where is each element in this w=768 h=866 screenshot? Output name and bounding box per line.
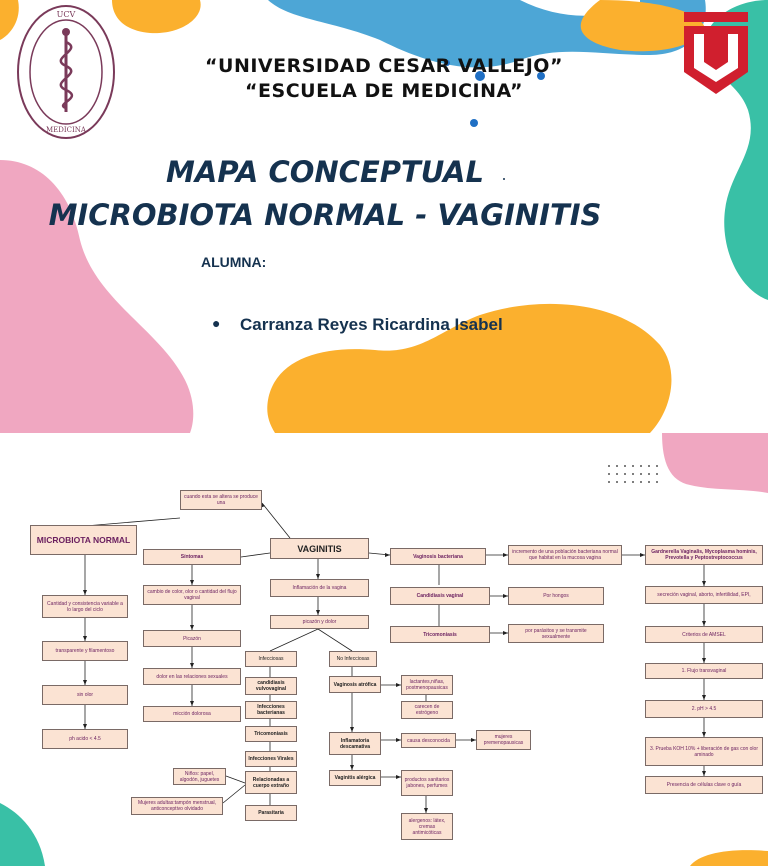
node-carecen-estrogeno: carecen de estrógeno (401, 701, 453, 719)
node-tricomoniasis-inf: Tricomoniasis (245, 726, 297, 742)
node-sintomas-4: micción dolorosa (143, 706, 241, 722)
node-microbiota-3: sin olor (42, 685, 128, 705)
node-alergenos: alergenos: látex, cremas antimicóticas (401, 813, 453, 840)
node-prueba-koh: 3. Prueba KOH 10% + liberación de gas co… (645, 737, 763, 766)
node-secrecion: secreción vaginal, aborto, infertilidad,… (645, 586, 763, 604)
node-cuando: cuando esta se altera se produce una (180, 490, 262, 510)
cover-slide: UCV MEDICINA “UNIVERSIDAD CESAR VALLEJO”… (0, 0, 768, 433)
node-candidiasis-vaginal: Candidiasis vaginal (390, 587, 490, 605)
node-criterios-amsel: Criterios de AMSEL (645, 626, 763, 643)
node-flujo-transvaginal: 1. Flujo transvaginal (645, 663, 763, 679)
node-vaginitis: VAGINITIS (270, 538, 369, 559)
node-infecciosas: Infecciosas (245, 651, 297, 667)
node-sintomas-1: cambio de color, olor o cantidad del flu… (143, 585, 241, 605)
node-candidiasis-vulvovaginal: candidiasis vulvovaginal (245, 677, 297, 695)
school-name: “ESCUELA DE MEDICINA” (0, 80, 768, 102)
node-infecciones-virales: Infecciones Virales (245, 751, 297, 767)
node-ninos: Niños: papel, algodón, juguetes (173, 768, 226, 785)
node-lactantes: lactantes,niñas, postmenopausicas (401, 675, 453, 695)
node-vaginosis-bacteriana: Vaginosis bacteriana (390, 548, 486, 565)
node-microbiota-4: ph acido < 4.5 (42, 729, 128, 749)
node-mujeres-premenopausicas: mujeres premenopausicas (476, 730, 531, 750)
node-por-parasitos: por parásitos y se transmite sexualmente (508, 624, 604, 643)
node-sintomas-2: Picazón (143, 630, 241, 647)
node-cuerpo-extrano: Relacionadas a cuerpo extraño (245, 771, 297, 794)
node-sintomas: Síntomas (143, 549, 241, 565)
node-sintomas-3: dolor en las relaciones sexuales (143, 668, 241, 685)
svg-text:MEDICINA: MEDICINA (46, 126, 87, 134)
node-incremento: incremento de una población bacteriana n… (508, 545, 622, 565)
node-productos: productos sanitarios jabones, perfumes (401, 770, 453, 796)
node-vaginitis-alergica: Vaginitis alérgica (329, 770, 381, 786)
title-line-1: MAPA CONCEPTUAL (0, 155, 650, 189)
node-mujeres-adultas: Mujeres adultas:tampón menstrual, antico… (131, 797, 223, 815)
node-causa-desconocida: causa desconocida (401, 733, 456, 748)
node-tricomoniasis: Tricomoniasis (390, 626, 490, 643)
svg-text:UCV: UCV (57, 10, 76, 19)
node-picazon-dolor: picazón y dolor (270, 615, 369, 629)
student-name: Carranza Reyes Ricardina Isabel (240, 315, 503, 335)
concept-map-slide: MICROBIOTA NORMAL Cantidad y consistenci… (0, 433, 768, 866)
node-vaginosis-atrofica: Vaginosis atrófica (329, 676, 381, 693)
node-parasitaria: Parasitaria (245, 805, 297, 821)
university-name: “UNIVERSIDAD CESAR VALLEJO” (0, 55, 768, 77)
student-label: ALUMNA: (201, 254, 266, 270)
node-microbiota-normal: MICROBIOTA NORMAL (30, 525, 137, 555)
node-celulas-clave: Presencia de células clave o guía (645, 776, 763, 794)
bullet-icon: ● (212, 315, 220, 331)
node-inflamatoria-descamativa: Inflamatoria descamativa (329, 732, 381, 755)
node-por-hongos: Por hongos (508, 587, 604, 605)
node-ph: 2. pH > 4.5 (645, 700, 763, 718)
node-no-infecciosas: No Infecciosas (329, 651, 377, 667)
node-infecciones-bacterianas: Infecciones bacterianas (245, 701, 297, 719)
node-inflamacion: Inflamación de la vagina (270, 579, 369, 597)
title-line-2: MICROBIOTA NORMAL - VAGINITIS (0, 198, 650, 232)
node-microbiota-2: transparente y filamentoso (42, 641, 128, 661)
node-gardnerella: Gardnerella Vaginalis, Mycoplasma homini… (645, 545, 763, 565)
node-microbiota-1: Cantidad y consistencia variable a lo la… (42, 595, 128, 618)
